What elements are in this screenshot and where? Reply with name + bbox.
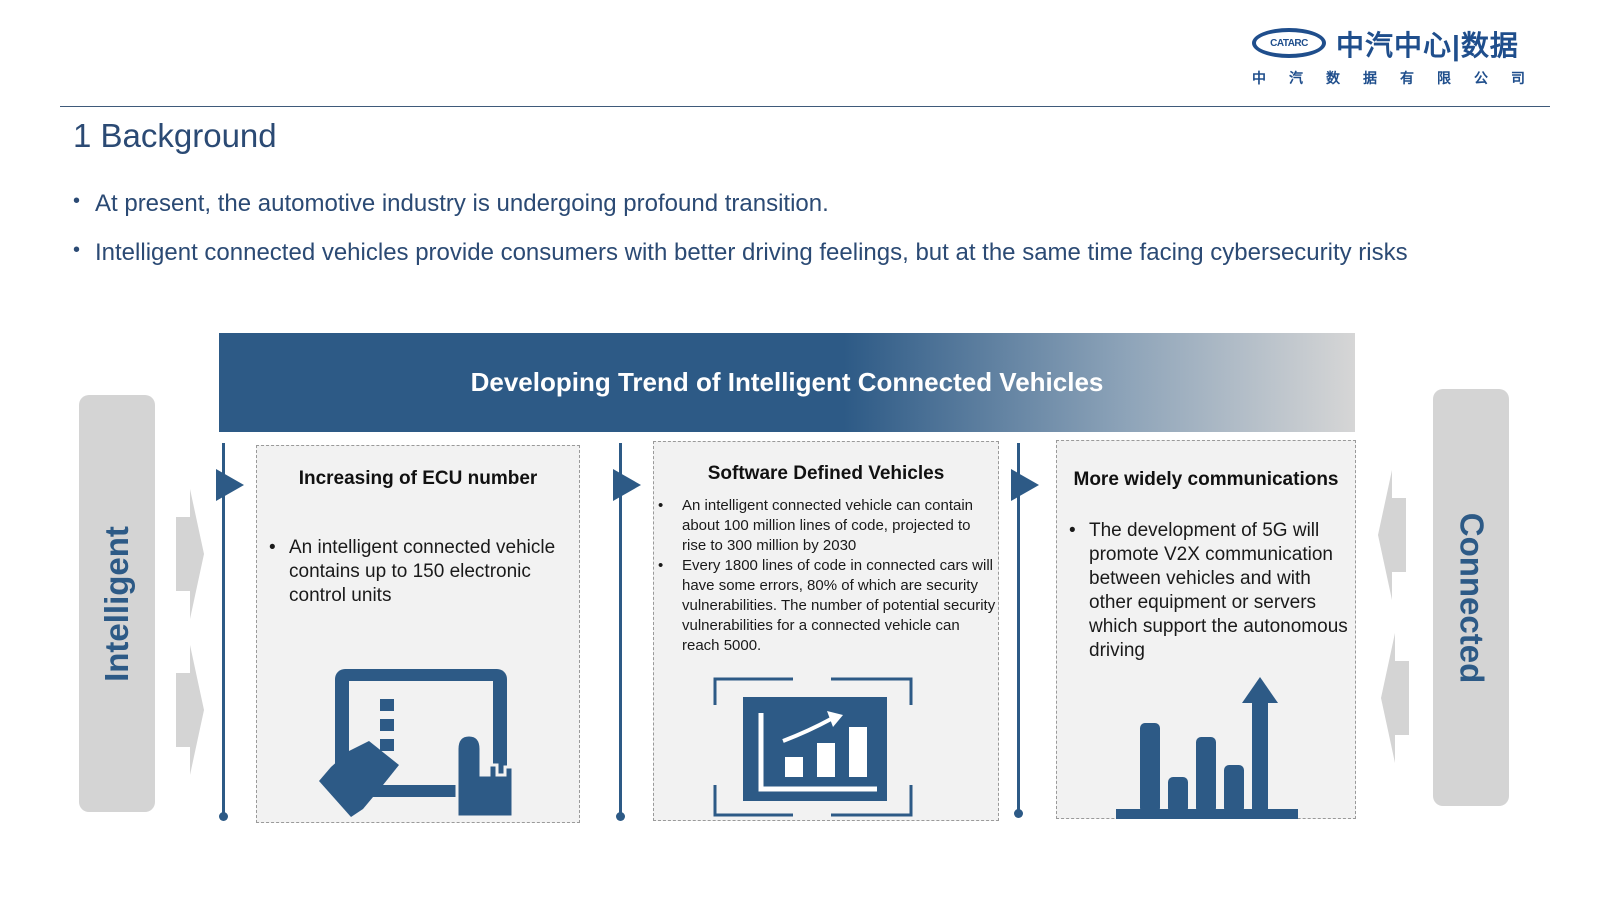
chevron-left-icon [1381, 633, 1409, 763]
card-bullets: The development of 5G will promote V2X c… [1067, 519, 1357, 663]
card-title: Increasing of ECU number [298, 468, 538, 489]
pillar-connected: Connected [1433, 389, 1509, 806]
logo-subtitle: 中汽数据有限公司 [1252, 70, 1548, 86]
card-bullet: An intelligent connected vehicle contain… [267, 536, 577, 608]
card-bullet: Every 1800 lines of code in connected ca… [656, 556, 998, 656]
card-bullet: An intelligent connected vehicle can con… [656, 496, 998, 556]
timeline-arrow-icon [613, 469, 641, 501]
chevron-right-icon [176, 489, 204, 619]
chevron-left-icon [1378, 470, 1406, 600]
intro-bullet: At present, the automotive industry is u… [73, 190, 1408, 218]
intro-bullet: Intelligent connected vehicles provide c… [73, 239, 1408, 267]
card-software-defined: Software Defined Vehicles An intelligent… [653, 441, 999, 821]
card-bullet: The development of 5G will promote V2X c… [1067, 519, 1357, 663]
timeline-line [222, 443, 225, 815]
tablet-touch-icon [319, 669, 515, 819]
pillar-label-intelligent: Intelligent [98, 525, 135, 682]
page-title: 1 Background [73, 117, 277, 154]
growth-chart-icon [713, 677, 913, 817]
chevron-right-icon [176, 645, 204, 775]
bar-chart-up-arrow-icon [1116, 677, 1298, 819]
timeline-arrow-icon [1011, 469, 1039, 501]
logo-mark: CATARC [1252, 28, 1326, 58]
header-divider [60, 106, 1550, 107]
timeline-dot [616, 812, 625, 821]
timeline-line [619, 443, 622, 815]
timeline-line [1017, 443, 1020, 812]
card-title: Software Defined Vehicles [707, 463, 945, 484]
card-ecu-number: Increasing of ECU number An intelligent … [256, 445, 580, 823]
pillar-label-connected: Connected [1453, 512, 1491, 683]
timeline-arrow-icon [216, 469, 244, 501]
card-bullets: An intelligent connected vehicle contain… [267, 536, 577, 608]
timeline-dot [219, 812, 228, 821]
timeline-dot [1014, 809, 1023, 818]
card-communications: More widely communications The developme… [1056, 440, 1356, 819]
company-logo: CATARC 中汽中心|数据 中汽数据有限公司 [1252, 24, 1552, 92]
banner-label: Developing Trend of Intelligent Connecte… [470, 367, 1104, 397]
intro-bullets: At present, the automotive industry is u… [73, 190, 1408, 288]
logo-name: 中汽中心|数据 [1336, 30, 1519, 61]
pillar-intelligent: Intelligent [79, 395, 155, 812]
card-bullets: An intelligent connected vehicle can con… [656, 496, 998, 656]
trend-banner: Developing Trend of Intelligent Connecte… [219, 333, 1355, 432]
card-title: More widely communications [1073, 469, 1339, 490]
